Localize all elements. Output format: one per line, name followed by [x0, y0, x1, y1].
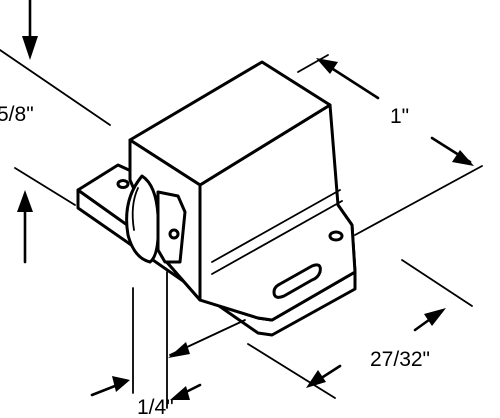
dimension-width: 1" [297, 54, 483, 236]
roller-cap [156, 190, 187, 264]
dimension-depth: 27/32" [247, 259, 473, 399]
extension-line-left [247, 343, 336, 399]
base-screw-hole-left [116, 179, 130, 189]
dimension-label-height: 5/8" [0, 103, 34, 126]
roller-pin [168, 228, 180, 240]
roller-detail [131, 187, 139, 231]
roller-catch-drawing [76, 60, 357, 337]
extension-line-right [401, 259, 473, 307]
extension-line-back [297, 54, 329, 73]
arrowhead-back-icon [316, 58, 338, 74]
arrowhead-right-icon [424, 308, 446, 326]
front-groove-2 [211, 200, 343, 275]
mounting-slot [272, 263, 322, 299]
dimension-height: 5/8" [0, 0, 111, 264]
arrowhead-up-icon [17, 190, 33, 212]
arrowhead-down-icon [22, 36, 38, 60]
extension-line-bottom [14, 167, 76, 206]
arrowhead-front-icon [452, 150, 474, 166]
arrowhead-left-small-icon [170, 386, 190, 400]
extension-line-front [354, 165, 483, 236]
dimension-label-width: 1" [390, 105, 409, 128]
base-screw-hole [328, 230, 344, 242]
front-groove [211, 189, 341, 263]
extension-line-top [0, 49, 111, 126]
arrowhead-right-small-icon [112, 376, 130, 392]
dimension-roller-offset: 1/4" [90, 271, 202, 418]
dimension-label-roller-offset: 1/4" [137, 396, 174, 418]
arrowhead-leader-icon [168, 342, 190, 358]
dimension-label-depth: 27/32" [370, 348, 430, 371]
arrowhead-left-icon [306, 370, 326, 388]
